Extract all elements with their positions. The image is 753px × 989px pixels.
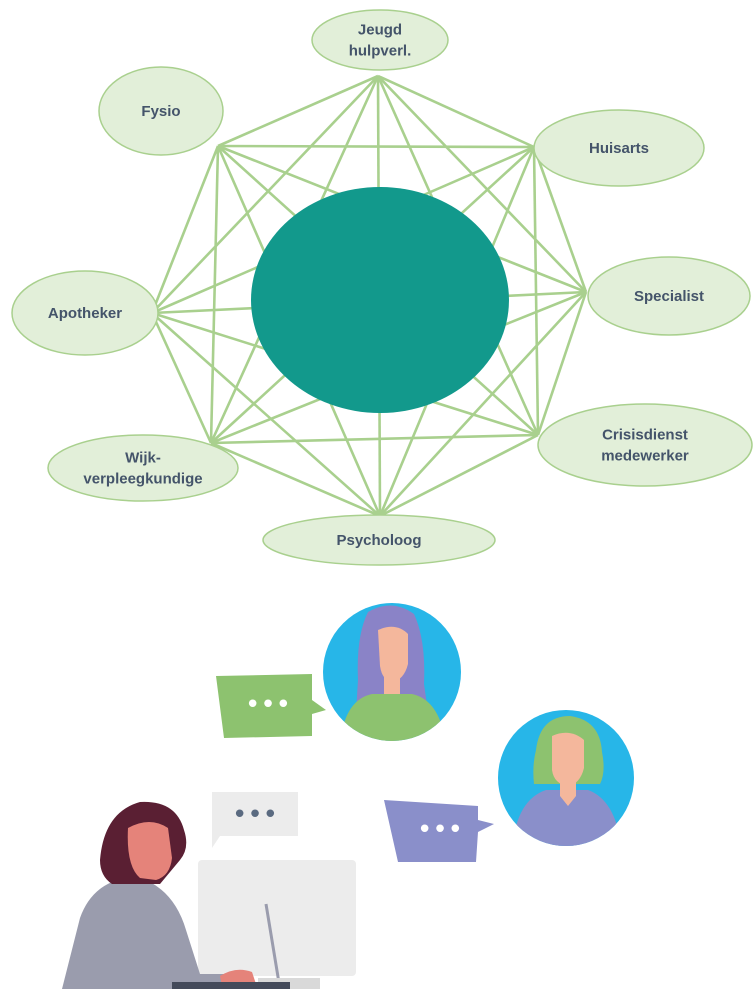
node-label: verpleegkundige — [83, 471, 202, 488]
node-shape — [537, 403, 753, 487]
node-label: Fysio — [141, 103, 180, 120]
node-wijk: Wijk-verpleegkundige — [47, 434, 239, 502]
node-label: Wijk- — [125, 450, 161, 467]
edge-jeugd-huisarts — [377, 74, 535, 149]
edge-specialist-crisisdienst — [536, 291, 588, 436]
node-shape — [11, 270, 159, 356]
node-specialist: Specialist — [587, 256, 751, 336]
edge-huisarts-specialist — [532, 146, 588, 293]
node-label: medewerker — [601, 448, 689, 465]
node-shape — [98, 66, 224, 156]
computer-monitor — [198, 860, 356, 989]
node-label: Huisarts — [589, 140, 649, 157]
edge-crisisdienst-wijk — [210, 433, 539, 445]
person-at-computer — [62, 801, 290, 989]
node-label: Specialist — [634, 288, 704, 305]
edge-psycholoog-wijk — [210, 441, 381, 518]
node-shape — [311, 9, 449, 71]
node-fysio: Fysio — [98, 66, 224, 156]
node-apotheker: Apotheker — [11, 270, 159, 356]
node-jeugd: Jeugd hulpverl. — [311, 9, 449, 71]
node-label: Apotheker — [48, 305, 122, 322]
typing-dots: ••• — [245, 690, 291, 720]
node-shape — [47, 434, 239, 502]
node-label: Crisisdienst — [602, 427, 688, 444]
chat-bubble-green: ••• — [216, 674, 326, 738]
edge-crisisdienst-psycholoog — [379, 433, 539, 518]
edge-huisarts-crisisdienst — [532, 146, 540, 436]
edge-wijk-apotheker — [150, 312, 213, 444]
node-label: hulpverl. — [349, 43, 412, 60]
avatar-woman-purple-hair — [323, 603, 461, 741]
node-label: Jeugd — [358, 22, 402, 39]
edge-jeugd-fysio — [217, 74, 379, 148]
edge-wijk-fysio — [209, 145, 220, 444]
chat-bubble-grey: ••• — [212, 792, 298, 848]
edge-psycholoog-apotheker — [151, 312, 381, 517]
avatar-woman-green-hair — [498, 710, 634, 846]
typing-dots: ••• — [417, 815, 463, 845]
center-node — [251, 187, 509, 413]
chat-bubble-purple: ••• — [384, 800, 494, 862]
node-shape — [587, 256, 751, 336]
network-nodes: Jeugd hulpverl. HuisartsSpecialistCrisisdi… — [11, 9, 753, 566]
node-label: Psycholoog — [336, 532, 421, 549]
edge-apotheker-fysio — [150, 145, 220, 314]
edge-jeugd-apotheker — [151, 75, 379, 314]
chat-illustration: ••• ••• ••• — [62, 603, 634, 989]
node-huisarts: Huisarts — [533, 109, 705, 187]
node-shape — [533, 109, 705, 187]
node-shape — [262, 514, 496, 566]
edge-jeugd-specialist — [377, 75, 587, 293]
node-crisisdienst: Crisisdienst medewerker — [537, 403, 753, 487]
edge-huisarts-fysio — [217, 144, 535, 149]
edge-specialist-psycholoog — [379, 291, 587, 517]
typing-dots: ••• — [232, 800, 278, 830]
node-psycholoog: Psycholoog — [262, 514, 496, 566]
